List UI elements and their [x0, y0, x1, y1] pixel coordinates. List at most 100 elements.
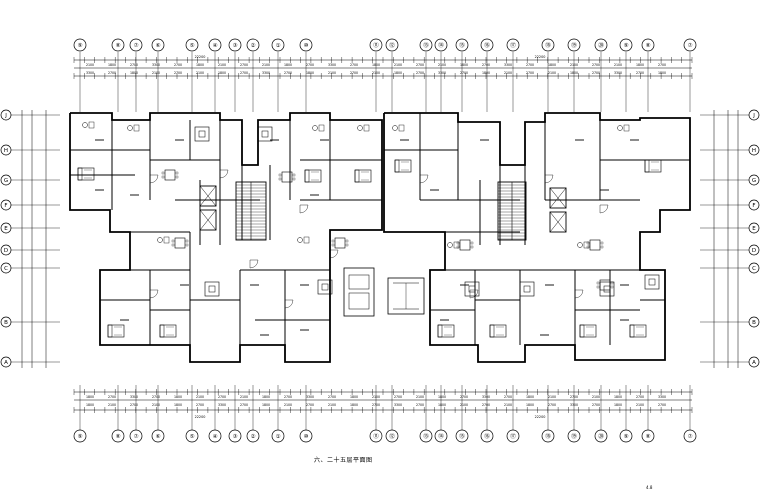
- axis-bubble-left: F: [0, 199, 12, 211]
- svg-text:⑪: ⑪: [373, 432, 379, 440]
- svg-text:⑮: ⑮: [459, 41, 465, 49]
- svg-text:E: E: [4, 226, 8, 232]
- axis-bubble-top: ⑦: [129, 38, 143, 52]
- svg-text:2700: 2700: [284, 395, 292, 399]
- svg-text:3300: 3300: [328, 63, 336, 67]
- axis-lines: [79, 52, 691, 430]
- svg-text:1800: 1800: [350, 395, 358, 399]
- axis-bubble-left: G: [0, 174, 12, 186]
- svg-text:1800: 1800: [262, 403, 270, 407]
- svg-text:⑤: ⑤: [190, 43, 195, 49]
- svg-text:2700: 2700: [240, 71, 248, 75]
- svg-text:1800: 1800: [306, 71, 314, 75]
- svg-text:J: J: [4, 113, 7, 119]
- svg-text:2100: 2100: [504, 71, 512, 75]
- svg-text:⑦: ⑦: [134, 433, 139, 440]
- svg-text:⑯: ⑯: [484, 432, 490, 440]
- svg-text:2100: 2100: [196, 395, 204, 399]
- svg-text:F: F: [752, 203, 755, 209]
- svg-text:B: B: [4, 320, 8, 326]
- svg-text:⑦: ⑦: [688, 42, 693, 49]
- dim-total-top-left: 22200: [195, 55, 206, 59]
- axis-bubble-left: J: [0, 109, 12, 121]
- svg-text:2700: 2700: [130, 403, 138, 407]
- axis-bubble-right: F: [748, 199, 760, 211]
- svg-text:2100: 2100: [262, 63, 270, 67]
- svg-text:G: G: [4, 178, 8, 184]
- svg-text:A: A: [752, 360, 756, 366]
- svg-text:⑭: ⑭: [438, 432, 444, 440]
- svg-text:2700: 2700: [240, 403, 248, 407]
- svg-text:⑧: ⑧: [646, 434, 651, 440]
- axis-bubble-bottom: ⑨: [73, 429, 87, 443]
- svg-text:2700: 2700: [548, 403, 556, 407]
- room-tags: [95, 139, 639, 336]
- svg-text:3300: 3300: [306, 395, 314, 399]
- axis-bubble-top: ⑦: [683, 38, 697, 52]
- svg-text:C: C: [752, 266, 756, 272]
- svg-text:2700: 2700: [416, 403, 424, 407]
- svg-text:2700: 2700: [526, 71, 534, 75]
- door-swings: [149, 169, 609, 309]
- svg-text:3300: 3300: [86, 71, 94, 75]
- svg-text:2700: 2700: [504, 395, 512, 399]
- svg-text:D: D: [752, 248, 756, 254]
- svg-text:2700: 2700: [526, 63, 534, 67]
- svg-text:2100: 2100: [152, 403, 160, 407]
- axis-bubble-top: ④: [208, 38, 222, 52]
- axis-bubble-bottom: ③: [228, 429, 242, 443]
- svg-text:2700: 2700: [460, 395, 468, 399]
- axis-bubble-top: ⑧: [641, 38, 655, 52]
- svg-text:⑥: ⑥: [156, 43, 161, 49]
- svg-text:⑫: ⑫: [389, 432, 395, 440]
- axis-bubble-top: ⑬: [419, 38, 433, 52]
- furniture: [77, 126, 662, 338]
- axis-bubble-right: B: [748, 316, 760, 328]
- svg-text:F: F: [4, 203, 7, 209]
- axis-bubble-top: ⑫: [385, 38, 399, 52]
- svg-text:2700: 2700: [592, 63, 600, 67]
- svg-text:1800: 1800: [350, 403, 358, 407]
- svg-text:3300: 3300: [130, 395, 138, 399]
- svg-text:2100: 2100: [328, 403, 336, 407]
- dim-total-bottom-right: 22200: [535, 415, 546, 419]
- axis-bubble-top: ③: [228, 38, 242, 52]
- plan-caption: 六、二十五层平面图: [314, 457, 373, 464]
- svg-text:1800: 1800: [438, 395, 446, 399]
- corner-mark: 4.8: [646, 485, 653, 490]
- svg-text:⑳: ⑳: [598, 41, 604, 49]
- axis-bubble-bottom: ⑪: [369, 429, 383, 443]
- axis-bubble-top: ⑳: [594, 38, 608, 52]
- svg-text:⑨: ⑨: [78, 433, 83, 440]
- svg-text:2700: 2700: [174, 71, 182, 75]
- svg-text:2700: 2700: [350, 63, 358, 67]
- axis-bubble-bottom: ④: [208, 429, 222, 443]
- svg-text:H: H: [4, 148, 8, 154]
- svg-text:2700: 2700: [416, 71, 424, 75]
- svg-text:1800: 1800: [108, 63, 116, 67]
- svg-text:⑰: ⑰: [510, 41, 516, 49]
- axis-bubble-bottom: ⑳: [594, 429, 608, 443]
- axis-bubble-top: ⑭: [434, 38, 448, 52]
- svg-text:3300: 3300: [394, 403, 402, 407]
- svg-text:2100: 2100: [284, 403, 292, 407]
- svg-text:3300: 3300: [438, 71, 446, 75]
- elevator-right-1: [549, 187, 567, 209]
- axis-bubble-bottom: ⑬: [419, 429, 433, 443]
- svg-text:⑤: ⑤: [190, 434, 195, 440]
- axis-bubble-bottom: ⑧: [641, 429, 655, 443]
- svg-text:2700: 2700: [174, 63, 182, 67]
- svg-text:2700: 2700: [658, 63, 666, 67]
- stair-core-right: [497, 181, 527, 241]
- axis-bubble-top: ⑰: [506, 38, 520, 52]
- svg-text:⑬: ⑬: [423, 41, 429, 49]
- svg-text:2700: 2700: [108, 395, 116, 399]
- svg-text:2700: 2700: [592, 71, 600, 75]
- svg-text:⑩: ⑩: [304, 42, 309, 49]
- svg-text:⑳: ⑳: [598, 432, 604, 440]
- svg-text:⑧: ⑧: [116, 43, 121, 49]
- central-detail-insets: [343, 267, 425, 317]
- svg-text:2100: 2100: [196, 71, 204, 75]
- svg-text:1800: 1800: [614, 395, 622, 399]
- svg-text:⑲: ⑲: [571, 432, 577, 440]
